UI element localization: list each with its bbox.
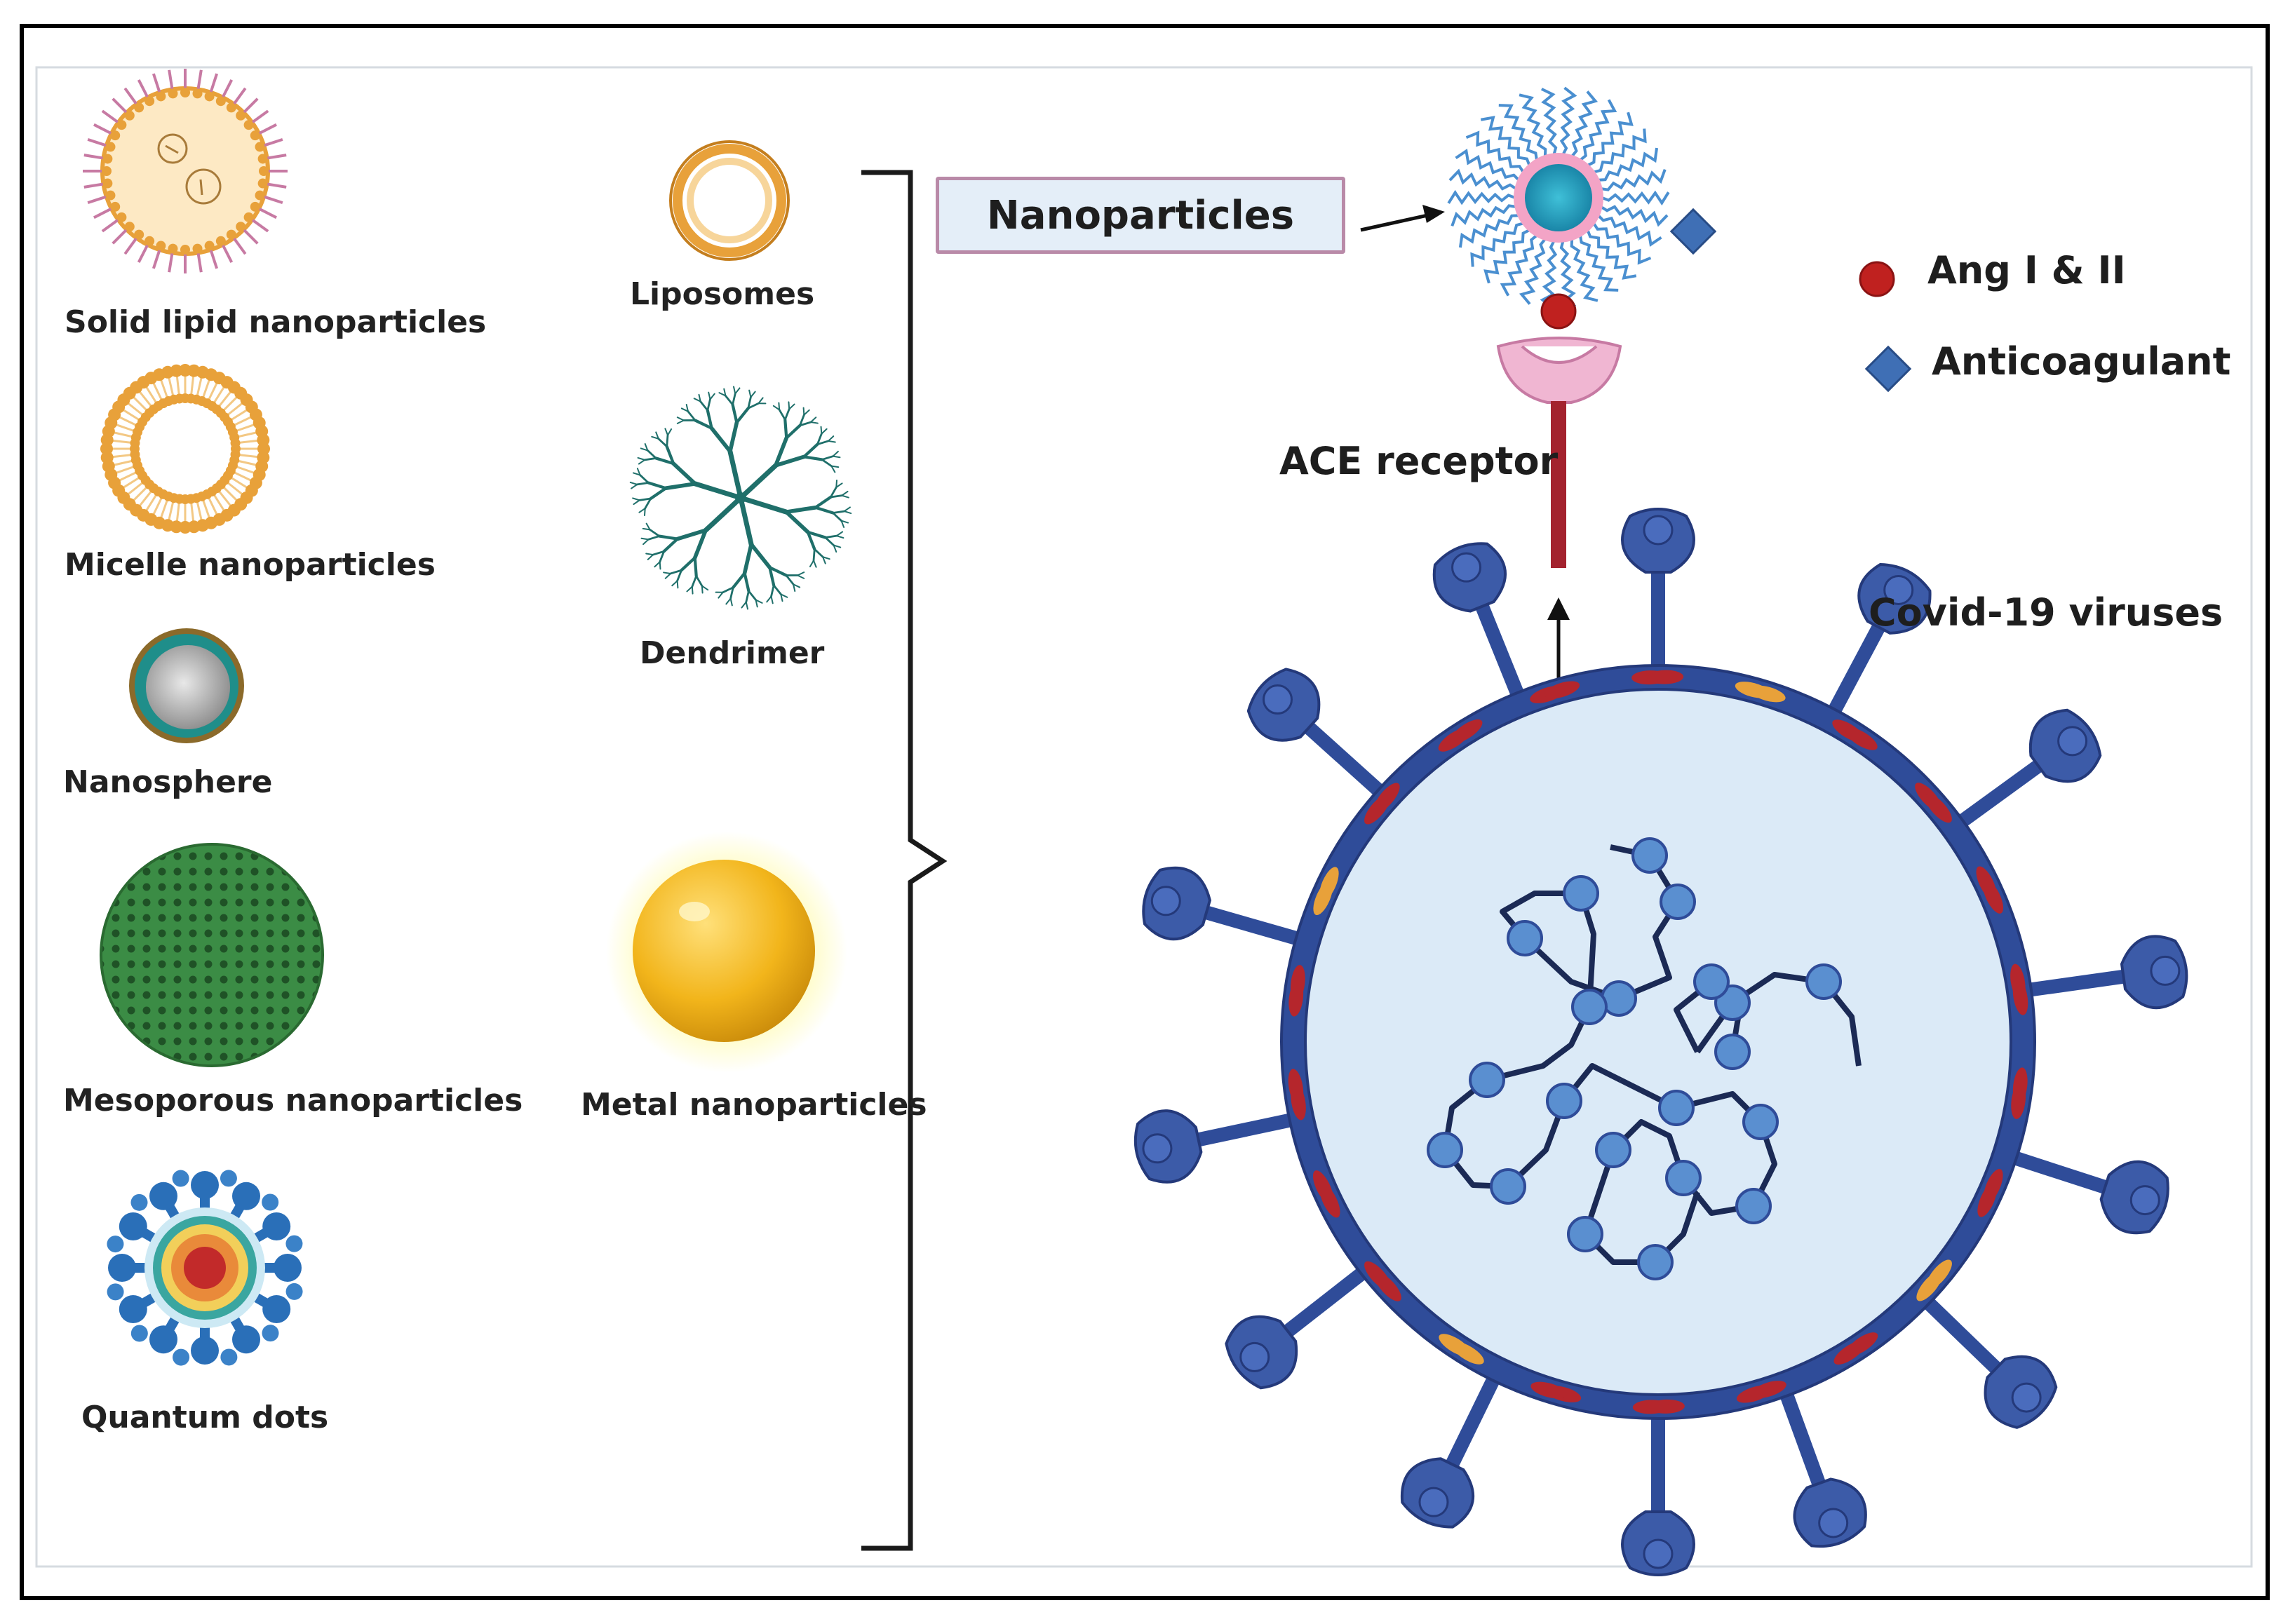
red-dot-icon [1859, 261, 1895, 297]
blue-diamond-icon [1864, 345, 1912, 393]
nanoparticles-box: Nanoparticles [936, 177, 1345, 254]
quantum-dot-icon [107, 1170, 303, 1366]
label-metal: Metal nanoparticles [581, 1087, 927, 1123]
mesoporous-nanoparticle-icon [100, 843, 324, 1067]
label-quantum-dots: Quantum dots [81, 1400, 329, 1435]
ace-receptor-icon [1496, 337, 1622, 568]
legend-anticoagulant-label: Anticoagulant [1932, 339, 2231, 384]
anticoagulant-diamond-icon [1669, 208, 1717, 255]
liposome-icon [669, 140, 790, 261]
label-solid-lipid: Solid lipid nanoparticles [65, 304, 487, 340]
label-liposomes: Liposomes [630, 276, 815, 312]
label-mesoporous: Mesoporous nanoparticles [63, 1083, 523, 1118]
legend-ang-label: Ang I & II [1927, 248, 2126, 292]
dendrimer-icon [629, 386, 852, 610]
label-ace-receptor: ACE receptor [1279, 439, 1559, 483]
label-micelle: Micelle nanoparticles [65, 547, 436, 583]
inner-panel [35, 66, 2253, 1568]
covid-19-virus-icon [1133, 508, 2188, 1576]
delivery-arrow [1360, 205, 1445, 232]
metal-nanoparticle-icon [606, 832, 847, 1073]
nanoparticle-carrier-icon [1447, 86, 1670, 309]
solid-lipid-nanoparticle-icon [83, 69, 288, 273]
grouping-brace [861, 170, 948, 1551]
label-dendrimer: Dendrimer [640, 635, 825, 671]
ang-molecule-icon [1540, 293, 1577, 330]
nanosphere-icon [129, 628, 244, 743]
label-nanosphere: Nanosphere [63, 764, 273, 800]
label-covid-virus: Covid-19 viruses [1869, 590, 2223, 635]
micelle-nanoparticle-icon [100, 364, 270, 534]
